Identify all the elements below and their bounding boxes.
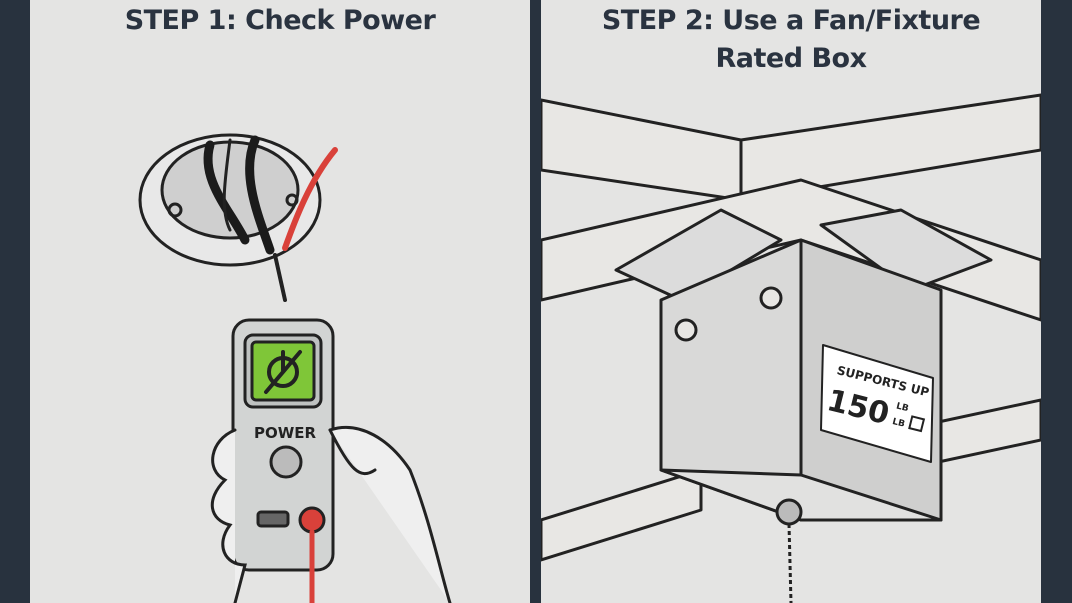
tester-label: POWER xyxy=(254,424,317,442)
ceiling-box-opening xyxy=(160,140,300,240)
mounting-bracket xyxy=(614,208,783,302)
fan-box-bottom xyxy=(659,468,943,522)
step2-title-line2: Rated Box xyxy=(715,43,867,74)
black-wire xyxy=(203,140,250,245)
white-wire xyxy=(222,138,232,232)
red-wire xyxy=(282,147,338,251)
hand xyxy=(328,425,452,603)
tester-dial xyxy=(269,445,303,479)
ceiling-joist xyxy=(541,98,743,202)
step2-title-line1: STEP 2: Use a Fan/Fixture xyxy=(601,5,981,36)
label-unit-bottom: LB xyxy=(891,417,906,430)
weight-icon xyxy=(908,415,926,433)
black-wire xyxy=(245,135,275,255)
label-unit-top: LB xyxy=(895,401,910,414)
step2-panel: STEP 2: Use a Fan/Fixture Rated Box SUPP… xyxy=(541,0,1041,603)
step1-title: STEP 1: Check Power xyxy=(124,5,436,36)
step2-illustration: SUPPORTS UP 150 LB LB xyxy=(541,93,1041,603)
ceiling-joist xyxy=(541,178,1041,322)
ceiling-joist xyxy=(739,93,1041,202)
step1-illustration: POWER xyxy=(138,133,452,603)
rating-label xyxy=(820,344,934,463)
ceiling-joist xyxy=(541,468,703,562)
step1-panel: STEP 1: Check Power POWER xyxy=(30,0,530,603)
